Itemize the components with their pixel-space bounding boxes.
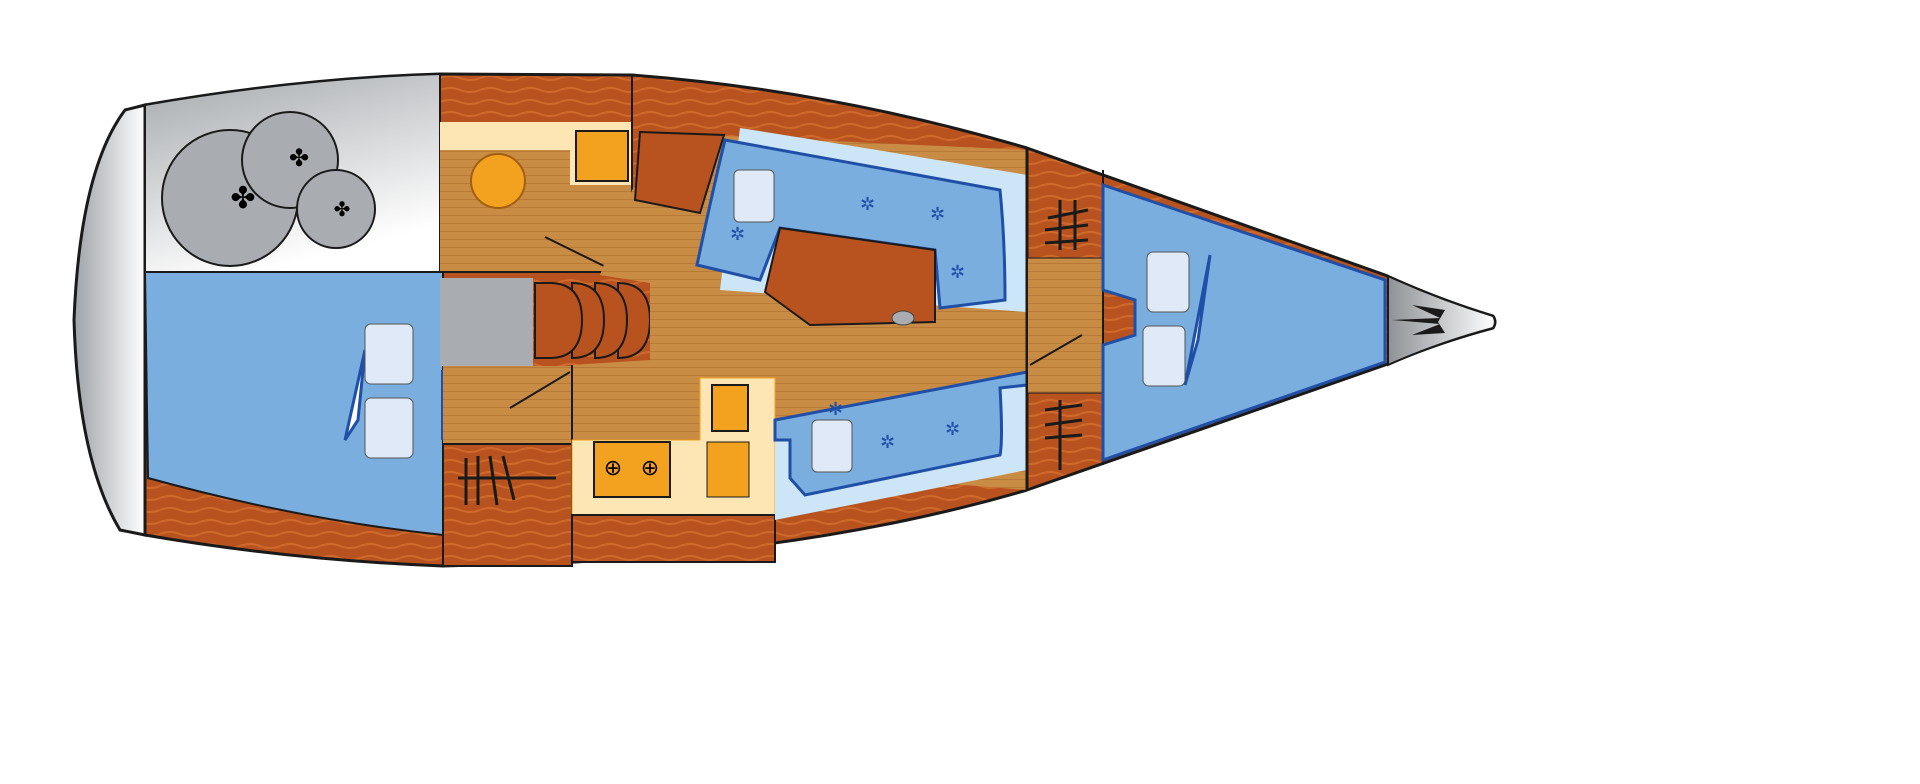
companionway-steps bbox=[534, 281, 652, 360]
engine-box bbox=[440, 278, 533, 366]
pillow-icon bbox=[1183, 254, 1212, 386]
star-pattern-icon: ✲ bbox=[880, 432, 895, 452]
flower-icon: ✤ bbox=[230, 182, 255, 215]
chart-table bbox=[633, 130, 726, 215]
toilet bbox=[470, 153, 526, 209]
anchor-locker bbox=[1387, 274, 1496, 367]
star-pattern-icon: ✲ bbox=[860, 194, 875, 214]
hanging-rail-icon bbox=[458, 455, 556, 506]
flower-icon: ✤ bbox=[289, 145, 309, 172]
burner-icon: ⊕ bbox=[641, 455, 659, 480]
locker-galley bbox=[571, 514, 776, 563]
head-sink bbox=[575, 130, 629, 182]
hanging-rail-icon bbox=[1044, 400, 1083, 470]
pillow-icon bbox=[364, 323, 414, 385]
star-pattern-icon: ✲ bbox=[828, 399, 843, 419]
hanging-rail-icon bbox=[1044, 200, 1089, 250]
stove bbox=[593, 441, 671, 498]
fridge bbox=[706, 441, 750, 498]
locker-aft bbox=[442, 443, 573, 567]
pillow-icon bbox=[811, 419, 853, 473]
pillow-icon bbox=[733, 169, 775, 223]
galley-sink bbox=[711, 384, 749, 432]
table-leg bbox=[891, 310, 915, 326]
star-pattern-icon: ✲ bbox=[950, 262, 965, 282]
saloon-table bbox=[763, 226, 936, 327]
stern-platform bbox=[72, 103, 147, 537]
pillow-icon bbox=[1142, 325, 1186, 387]
burner-icon: ⊕ bbox=[604, 455, 622, 480]
pillow-icon bbox=[1146, 251, 1190, 313]
aft-passage-floor bbox=[443, 366, 573, 444]
anchor-icon bbox=[1392, 305, 1445, 335]
forward-passage-floor bbox=[1028, 258, 1103, 393]
cockpit-table bbox=[296, 169, 376, 249]
pillow-icon bbox=[343, 349, 367, 441]
star-pattern-icon: ✲ bbox=[930, 204, 945, 224]
star-pattern-icon: ✲ bbox=[730, 224, 745, 244]
pillow-icon bbox=[364, 397, 414, 459]
flower-icon: ✤ bbox=[334, 199, 351, 221]
star-pattern-icon: ✲ bbox=[945, 419, 960, 439]
